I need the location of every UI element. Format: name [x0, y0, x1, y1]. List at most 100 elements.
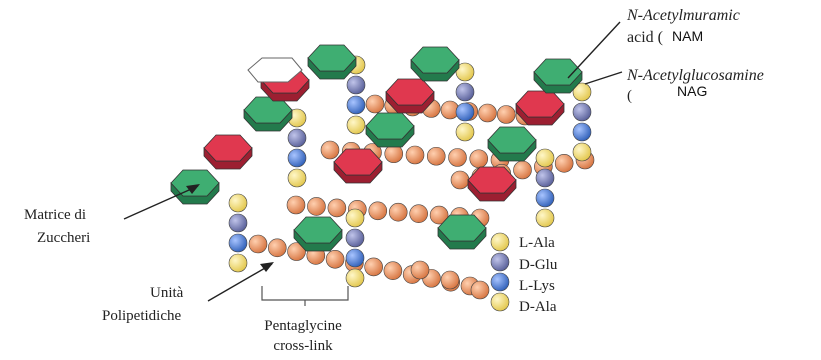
bridge-front-glycine-5 — [325, 249, 345, 269]
stem-center-bead-1 — [345, 208, 365, 228]
bridge-front-glycine-8 — [383, 261, 403, 281]
stem-top-bead-2 — [346, 75, 366, 95]
bridge-mid-back-glycine-8 — [469, 149, 489, 169]
stem-front-left-bead-2 — [228, 213, 248, 233]
stem-center-bead-4 — [345, 268, 365, 288]
stem-top-right-bead-2 — [455, 82, 475, 102]
sugar-nag-1 — [203, 134, 253, 170]
callout-line-peptide-units — [207, 263, 273, 302]
bridge-middle-glycine-8 — [429, 205, 449, 225]
stem-front-right-bead-4 — [490, 292, 510, 312]
stem-left-bead-4 — [287, 168, 307, 188]
sugar-nam-1 — [170, 169, 220, 205]
bridge-middle-glycine-1 — [286, 195, 306, 215]
residue-label-3: L-Lys — [519, 278, 555, 294]
stem-left-bead-2 — [287, 128, 307, 148]
stem-top-bead-3 — [346, 95, 366, 115]
sugar-nam-3 — [307, 44, 357, 80]
bridge-middle-glycine-7 — [409, 204, 428, 223]
stem-front-right-bead-2 — [490, 252, 510, 272]
stem-front-left-bead-1 — [228, 193, 248, 213]
nag-label-line2: ( — [627, 88, 632, 104]
stem-right-bead-2 — [535, 168, 555, 188]
stem-front-right-bead-3 — [490, 272, 510, 292]
callout-lines — [123, 21, 623, 302]
peptide-stems — [228, 55, 592, 312]
stem-top-bead-4 — [346, 115, 366, 135]
sugar-matrix-label-line2: Zuccheri — [37, 230, 90, 246]
bridge-mid-back-glycine-5 — [405, 145, 425, 165]
sugar-nag-3 — [333, 148, 383, 184]
sugar-nag-4 — [385, 78, 435, 114]
sugar-nag-6 — [515, 90, 565, 126]
bridge-mid-back-glycine-6 — [426, 146, 446, 166]
crosslink-label-line1: Pentaglycine — [264, 318, 342, 334]
nam-label-line1: N-Acetylmuramic — [626, 7, 740, 24]
residue-label-1: L-Ala — [519, 235, 555, 251]
bridge-mid-back-glycine-7 — [448, 148, 467, 167]
stem-top-right-bead-4 — [455, 122, 475, 142]
sugar-nam-6 — [410, 46, 460, 82]
arrowhead-sugar-matrix — [186, 184, 200, 194]
callout-line-sugar-matrix — [123, 185, 199, 220]
sugar-nam-8 — [487, 126, 537, 162]
stem-top-right-bead-3 — [455, 102, 475, 122]
bridge-middle-glycine-6 — [388, 202, 408, 222]
bridge-middle-glycine-5 — [368, 201, 388, 221]
bridge-front-glycine-2 — [267, 238, 287, 258]
stem-right-bead-1 — [535, 148, 555, 168]
stem-center-bead-2 — [345, 228, 365, 248]
stem-front-left-bead-4 — [228, 253, 248, 273]
bridge-back-glycine-8 — [496, 105, 516, 124]
stem-front-right-bead-1 — [490, 232, 510, 252]
bridge-right-lower-glycine-2 — [440, 270, 460, 290]
outline-sugar — [247, 57, 303, 83]
nag-abbr-label: NAG — [677, 83, 707, 99]
residue-label-2: D-Glu — [519, 257, 558, 273]
bridge-front-glycine-7 — [364, 257, 383, 277]
sugar-matrix-label-line1: Matrice di — [24, 207, 86, 223]
nam-abbr-label: NAM — [672, 28, 703, 44]
stem-far-right-bead-1 — [572, 82, 592, 102]
bridge-right-glycine-4 — [513, 160, 532, 180]
stem-left-bead-3 — [287, 148, 307, 168]
peptide-units-label-line1: Unità — [150, 285, 184, 301]
bridge-right-glycine-6 — [554, 154, 574, 173]
sugar-nam-7 — [437, 214, 487, 250]
bridge-middle-glycine-3 — [327, 198, 347, 218]
stem-center-bead-3 — [345, 248, 365, 268]
stem-right-bead-4 — [535, 208, 555, 228]
peptide-units-label-line2: Polipetidiche — [102, 308, 181, 324]
stem-far-right-bead-3 — [572, 122, 592, 142]
nam-label-line2: acid ( — [627, 29, 663, 46]
callout-line-nag — [584, 71, 623, 85]
bridge-back-glycine-1 — [365, 94, 385, 114]
bridge-right-glycine-1 — [450, 170, 470, 190]
bridge-right-lower-glycine-3 — [470, 280, 490, 300]
bridge-front-glycine-3 — [287, 242, 306, 261]
bridge-middle-glycine-2 — [307, 197, 326, 216]
callout-line-nam — [567, 21, 621, 79]
bridge-right-lower-glycine-1 — [410, 260, 430, 280]
sugar-nam-5 — [365, 112, 415, 148]
bridge-back-glycine-7 — [478, 103, 497, 123]
stem-top-right-bead-1 — [455, 62, 475, 82]
nag-label-line1: N-Acetylglucosamine — [626, 67, 764, 84]
bridge-mid-back-glycine-1 — [320, 140, 340, 160]
sugar-nam-9 — [533, 58, 583, 94]
crosslink-label-line2: cross-link — [273, 338, 333, 354]
bridge-front-glycine-1 — [248, 234, 268, 254]
stem-front-left-bead-3 — [228, 233, 248, 253]
sugar-nag-5 — [467, 166, 517, 202]
sugar-nam-2 — [243, 96, 293, 132]
crosslink-bracket — [261, 286, 349, 306]
residue-label-4: D-Ala — [519, 299, 557, 315]
sugar-nam-4 — [293, 216, 343, 252]
glycan-chains — [170, 44, 583, 252]
arrowhead-peptide-units — [260, 262, 274, 272]
stem-right-bead-3 — [535, 188, 555, 208]
stem-far-right-bead-2 — [572, 102, 592, 122]
bridge-mid-back-glycine-4 — [384, 144, 404, 164]
stem-far-right-bead-4 — [572, 142, 592, 162]
